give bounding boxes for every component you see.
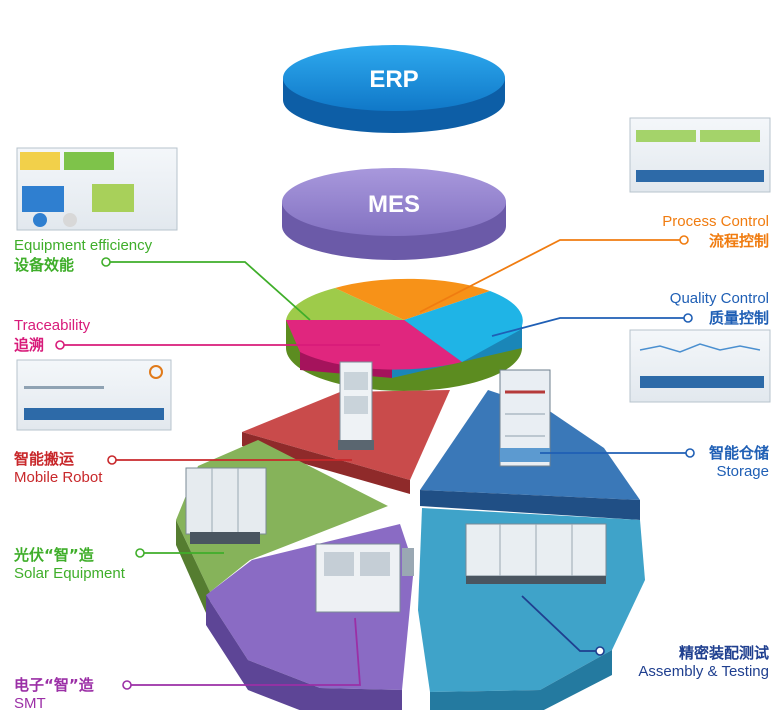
callout-assembly: 精密装配测试 Assembly & Testing bbox=[638, 644, 769, 682]
equipment-efficiency-en: Equipment efficiency bbox=[14, 237, 153, 254]
mes-functions-pie bbox=[286, 278, 523, 391]
assembly-line-icon bbox=[465, 523, 607, 584]
callout-smt: 电子“智”造 SMT bbox=[14, 676, 94, 714]
solar-zh: 光伏“智”造 bbox=[14, 546, 94, 564]
process-control-zh: 流程控制 bbox=[708, 231, 769, 250]
equipment-efficiency-zh: 设备效能 bbox=[14, 255, 75, 274]
callout-equipment-efficiency: Equipment efficiency 设备效能 bbox=[14, 237, 152, 275]
erp-disc: ERP bbox=[283, 45, 505, 133]
mes-disc: MES bbox=[282, 168, 506, 260]
traceability-en: Traceability bbox=[14, 317, 91, 334]
solar-machine-icon bbox=[185, 467, 267, 544]
slice-process-control bbox=[335, 278, 490, 320]
smt-en: SMT bbox=[14, 694, 46, 712]
callout-traceability: Traceability 追溯 bbox=[14, 317, 90, 355]
callout-quality-control: Quality Control 质量控制 bbox=[670, 290, 769, 328]
equipment-dashboard-thumbnail bbox=[16, 147, 178, 231]
mobile-robot-en: Mobile Robot bbox=[14, 468, 103, 486]
process-dashboard-thumbnail bbox=[629, 117, 771, 193]
connectors bbox=[55, 235, 695, 690]
traceability-dashboard-thumbnail bbox=[16, 359, 172, 431]
mobile-robot-zh: 智能搬运 bbox=[14, 450, 75, 468]
callout-mobile-robot: 智能搬运 Mobile Robot bbox=[14, 450, 102, 488]
callout-storage: 智能仓储 Storage bbox=[709, 444, 769, 482]
smt-zh: 电子“智”造 bbox=[14, 676, 94, 694]
erp-label: ERP bbox=[369, 66, 418, 93]
slice-quality-control bbox=[404, 291, 523, 362]
storage-zh: 智能仓储 bbox=[708, 444, 769, 462]
storage-en: Storage bbox=[716, 462, 769, 480]
process-control-en: Process Control bbox=[662, 213, 769, 230]
solar-en: Solar Equipment bbox=[14, 564, 125, 582]
quality-control-en: Quality Control bbox=[669, 290, 769, 307]
callout-process-control: Process Control 流程控制 bbox=[662, 213, 769, 251]
slice-equipment-efficiency bbox=[286, 288, 404, 320]
agv-robot-icon bbox=[338, 361, 374, 450]
quality-control-zh: 质量控制 bbox=[708, 308, 769, 327]
quality-dashboard-thumbnail bbox=[629, 329, 771, 403]
mes-label: MES bbox=[368, 191, 420, 218]
storage-rack-icon bbox=[499, 369, 551, 467]
assembly-zh: 精密装配测试 bbox=[678, 644, 769, 662]
callout-solar: 光伏“智”造 Solar Equipment bbox=[14, 546, 125, 584]
smt-machine-icon bbox=[315, 543, 414, 613]
assembly-en: Assembly & Testing bbox=[638, 662, 769, 680]
traceability-zh: 追溯 bbox=[14, 335, 45, 354]
